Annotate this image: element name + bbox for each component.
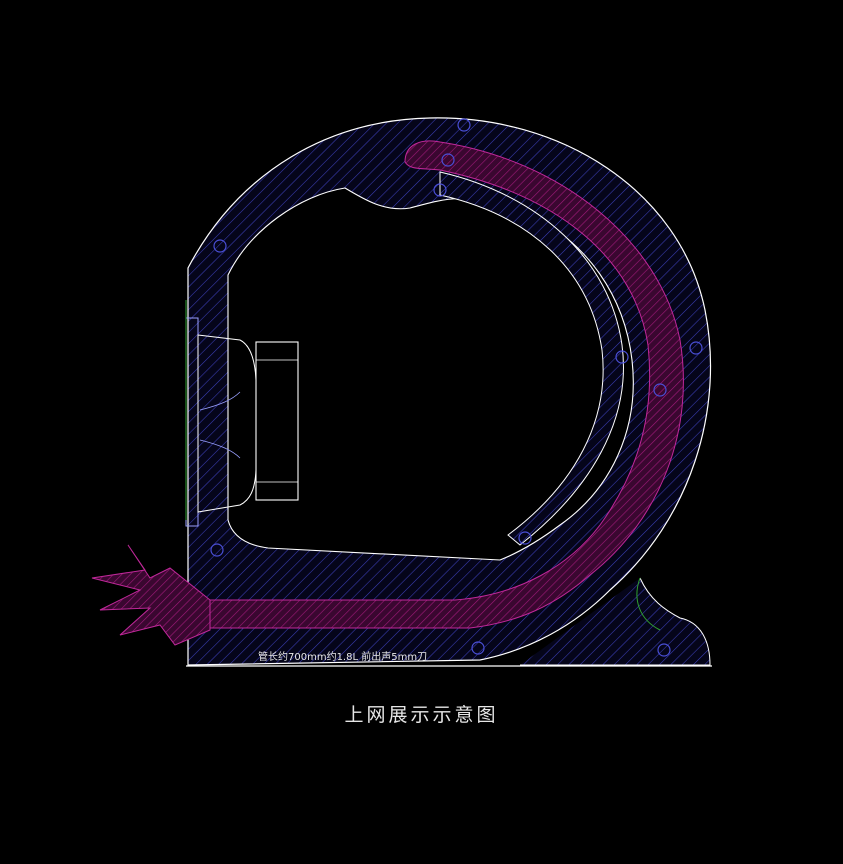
base-foot	[520, 577, 711, 666]
mounting-holes	[210, 118, 703, 657]
drawing-caption: 上网展示示意图	[344, 704, 499, 726]
driver-unit	[185, 300, 299, 527]
inner-cavity	[227, 187, 634, 561]
inner-tube-finger	[439, 171, 624, 546]
sound-plume	[91, 544, 211, 646]
annotation-text: 管长约700mm约1.8L 前出声5mm刀	[258, 650, 427, 663]
folded-tube	[189, 140, 684, 629]
